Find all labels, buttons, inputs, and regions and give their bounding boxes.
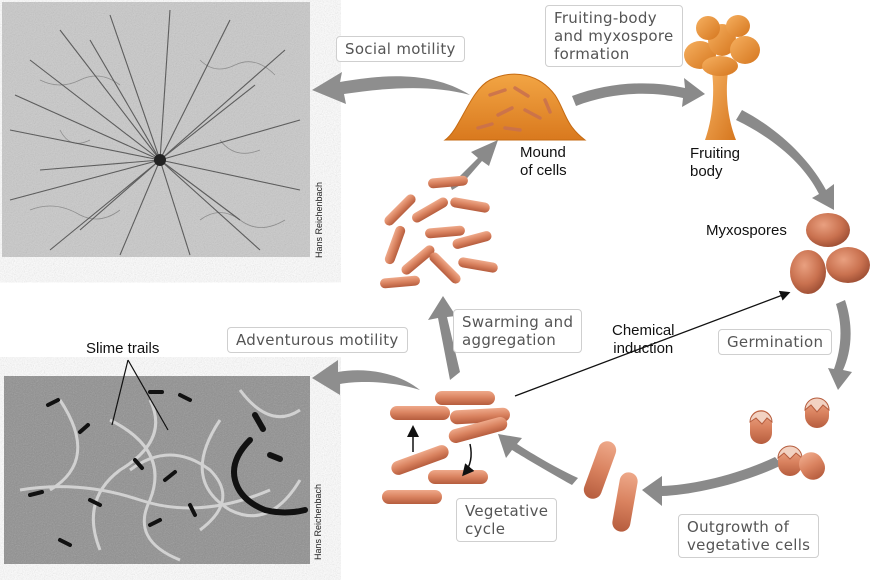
label-chemical-induction: Chemical induction	[612, 322, 675, 357]
slime-trails-pointer	[111, 359, 169, 431]
adventurous-motility-arrow	[312, 360, 420, 395]
label-outgrowth: Outgrowth of vegetative cells	[678, 514, 820, 558]
division-arrows	[407, 425, 475, 477]
label-adventurous-motility: Adventurous motility	[227, 327, 408, 353]
swarm-colony-photo: Hans Reichenbach	[2, 2, 324, 258]
label-mound-of-cells: Mound of cells	[520, 144, 567, 179]
fruiting-body	[684, 15, 760, 140]
myxospores	[790, 213, 870, 294]
cycle-arrows	[428, 78, 852, 506]
chemical-induction-line	[514, 290, 791, 397]
aggregating-cells	[380, 175, 498, 289]
label-fruiting-body: Fruiting body	[690, 145, 741, 180]
germinating-spores	[749, 397, 830, 480]
label-swarming: Swarming and aggregation	[453, 309, 583, 353]
photo-credit-top: Hans Reichenbach	[314, 182, 324, 258]
label-slime-trails: Slime trails	[86, 340, 160, 357]
label-vegetative-cycle: Vegetative cycle	[456, 498, 558, 542]
mound-of-cells	[443, 73, 587, 141]
label-fruiting-formation: Fruiting-body and myxospore formation	[545, 5, 683, 67]
social-motility-arrow	[312, 72, 470, 104]
outgrowth-cells	[583, 441, 638, 532]
label-social-motility: Social motility	[336, 36, 465, 62]
label-myxospores: Myxospores	[706, 222, 787, 239]
slime-trails-photo: Hans Reichenbach	[4, 376, 323, 564]
photo-credit-bottom: Hans Reichenbach	[313, 484, 323, 560]
label-germination: Germination	[718, 329, 833, 355]
vegetative-cycle-cells	[382, 391, 510, 504]
